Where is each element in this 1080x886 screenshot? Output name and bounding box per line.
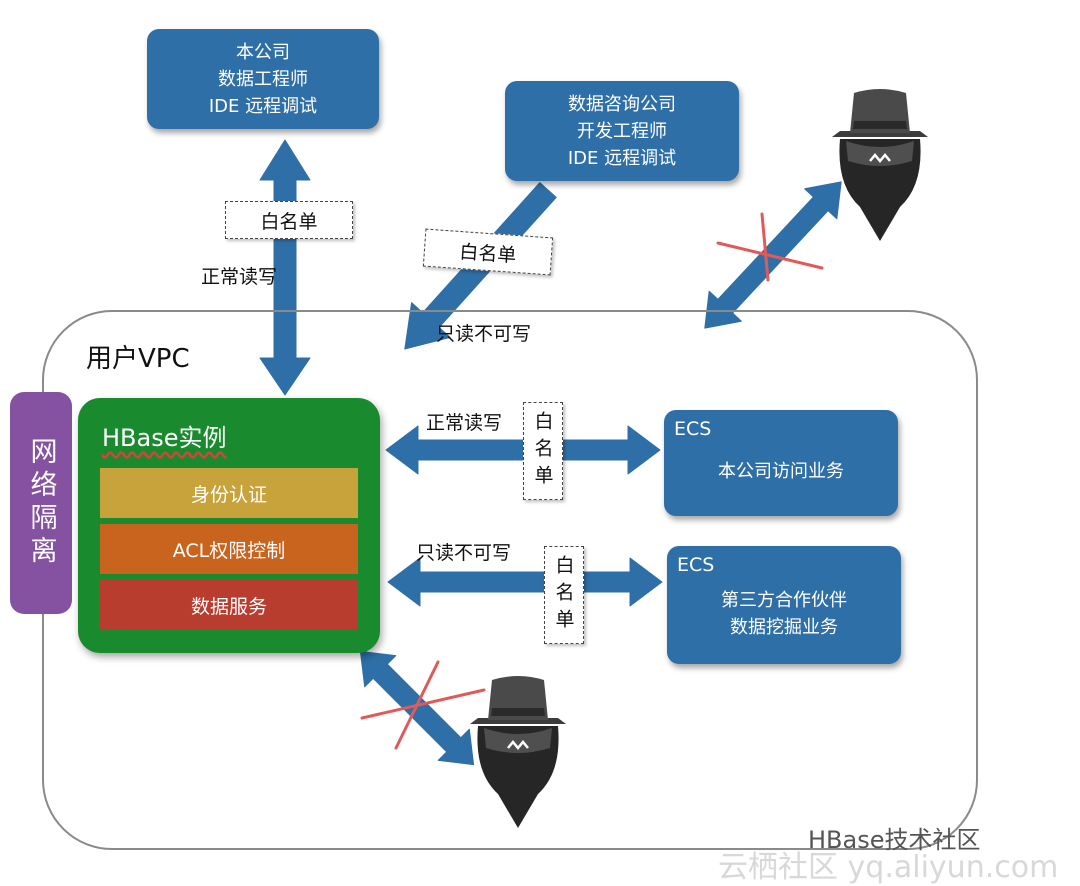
data-service-layer: 数据服务	[100, 580, 358, 630]
ecs2-access-label: 只读不可写	[416, 542, 512, 564]
ecs2-whitelist-tag: 白名单	[544, 546, 584, 644]
auth-layer: 身份认证	[100, 468, 358, 518]
consult-line3: IDE 远程调试	[567, 147, 677, 169]
isolation-label: 网络隔离	[25, 437, 57, 569]
ecs2-title: ECS	[677, 554, 715, 576]
ecs2-line1: 第三方合作伙伴	[721, 590, 847, 611]
company-whitelist-tag: 白名单	[225, 201, 353, 239]
watermark-brand: HBase技术社区	[808, 826, 981, 854]
hbase-instance: HBase实例 身份认证 ACL权限控制 数据服务	[78, 398, 380, 653]
ecs1-whitelist-tag: 白名单	[523, 402, 563, 500]
watermark-site: 云栖社区 yq.aliyun.com	[718, 850, 1059, 885]
acl-layer: ACL权限控制	[100, 524, 358, 574]
ecs-partner-box: ECS 第三方合作伙伴 数据挖掘业务	[667, 546, 901, 664]
company-access-label: 正常读写	[201, 266, 278, 288]
consult-line1: 数据咨询公司	[568, 93, 676, 115]
top-block-cross	[716, 241, 824, 270]
network-isolation: 网络隔离	[10, 392, 72, 614]
ecs1-access-label: 正常读写	[426, 412, 503, 434]
consult-line2: 开发工程师	[577, 120, 667, 142]
hacker-icon	[830, 87, 930, 243]
ecs2-arrow	[387, 557, 663, 607]
consult-engineer-box: 数据咨询公司 开发工程师 IDE 远程调试	[505, 81, 739, 181]
company-line1: 本公司	[236, 41, 290, 63]
company-line3: IDE 远程调试	[208, 95, 318, 117]
ecs-company-box: ECS 本公司访问业务	[664, 410, 898, 516]
ecs1-title: ECS	[674, 418, 712, 440]
company-line2: 数据工程师	[218, 68, 308, 90]
ecs2-line2: 数据挖掘业务	[730, 617, 838, 638]
vpc-label: 用户VPC	[86, 344, 190, 374]
bottom-block-cross	[360, 688, 486, 720]
ecs1-body: 本公司访问业务	[718, 460, 844, 482]
hbase-title: HBase实例	[102, 424, 227, 452]
company-hbase-arrow	[259, 139, 311, 396]
company-engineer-box: 本公司 数据工程师 IDE 远程调试	[147, 29, 379, 129]
consult-access-label: 只读不可写	[436, 323, 532, 345]
